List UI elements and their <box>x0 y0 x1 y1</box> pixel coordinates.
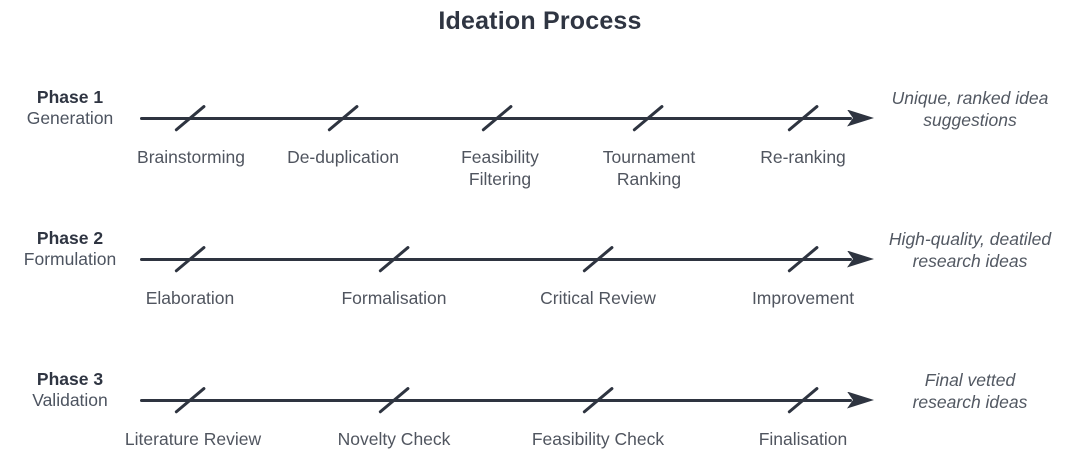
phase-3-timeline-line <box>140 399 852 402</box>
phase-2-label: Phase 2 Formulation <box>2 228 138 270</box>
step-label-finalisation: Finalisation <box>758 429 848 449</box>
step-label-brainstorming: Brainstorming <box>137 147 245 167</box>
phase-2-outcome: High-quality, deatiled research ideas <box>888 229 1052 271</box>
phase-3-name: Phase 3 <box>36 369 104 389</box>
step-label-elaboration: Elaboration <box>145 288 235 308</box>
phase-2-name: Phase 2 <box>36 228 104 248</box>
phase-3-outcome: Final vetted research ideas <box>912 370 1028 412</box>
phase-1-label: Phase 1 Generation <box>2 87 138 129</box>
phase-1-outcome: Unique, ranked idea suggestions <box>891 88 1049 130</box>
step-label-formalisation: Formalisation <box>341 288 447 308</box>
step-label-re-ranking: Re-ranking <box>760 147 846 167</box>
phase-3-subtitle: Validation <box>32 390 108 410</box>
step-label-feasibility-filtering: Feasibility Filtering <box>461 147 539 189</box>
phase-2-subtitle: Formulation <box>23 249 117 269</box>
diagram-title: Ideation Process <box>438 7 642 35</box>
phase-1-subtitle: Generation <box>26 108 114 128</box>
step-label-feasibility-check: Feasibility Check <box>531 429 665 449</box>
phase-2-timeline-line <box>140 258 852 261</box>
step-label-literature-review: Literature Review <box>124 429 262 449</box>
step-label-de-duplication: De-duplication <box>287 147 399 167</box>
phase-1-name: Phase 1 <box>36 87 104 107</box>
phase-3-label: Phase 3 Validation <box>2 369 138 411</box>
step-label-improvement: Improvement <box>751 288 855 308</box>
step-label-tournament-ranking: Tournament Ranking <box>602 147 696 189</box>
step-label-novelty-check: Novelty Check <box>337 429 451 449</box>
step-label-critical-review: Critical Review <box>540 288 656 308</box>
